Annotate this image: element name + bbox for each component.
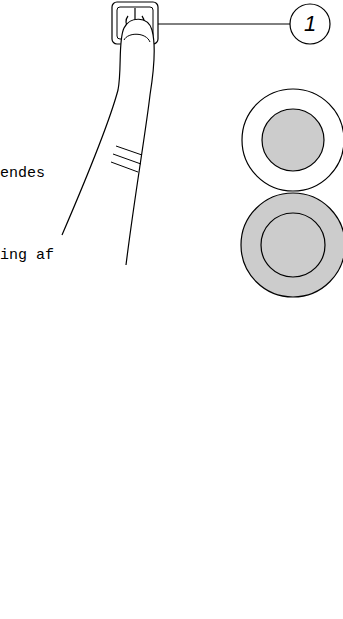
caption-fragment: endes [0, 165, 45, 182]
finger-crease [116, 146, 142, 155]
finger-crease [113, 154, 141, 164]
callout-circle [290, 4, 330, 44]
finger [62, 19, 154, 265]
leader-line [158, 24, 290, 25]
indicator-inner [261, 213, 325, 277]
indicator-off [242, 89, 343, 191]
caption-fragment: ing af [0, 247, 54, 264]
callout-number: 1 [290, 11, 330, 37]
fingernail [124, 34, 150, 42]
indicator-on [241, 193, 343, 297]
indicator-inner [262, 109, 324, 171]
finger-crease [111, 162, 138, 172]
